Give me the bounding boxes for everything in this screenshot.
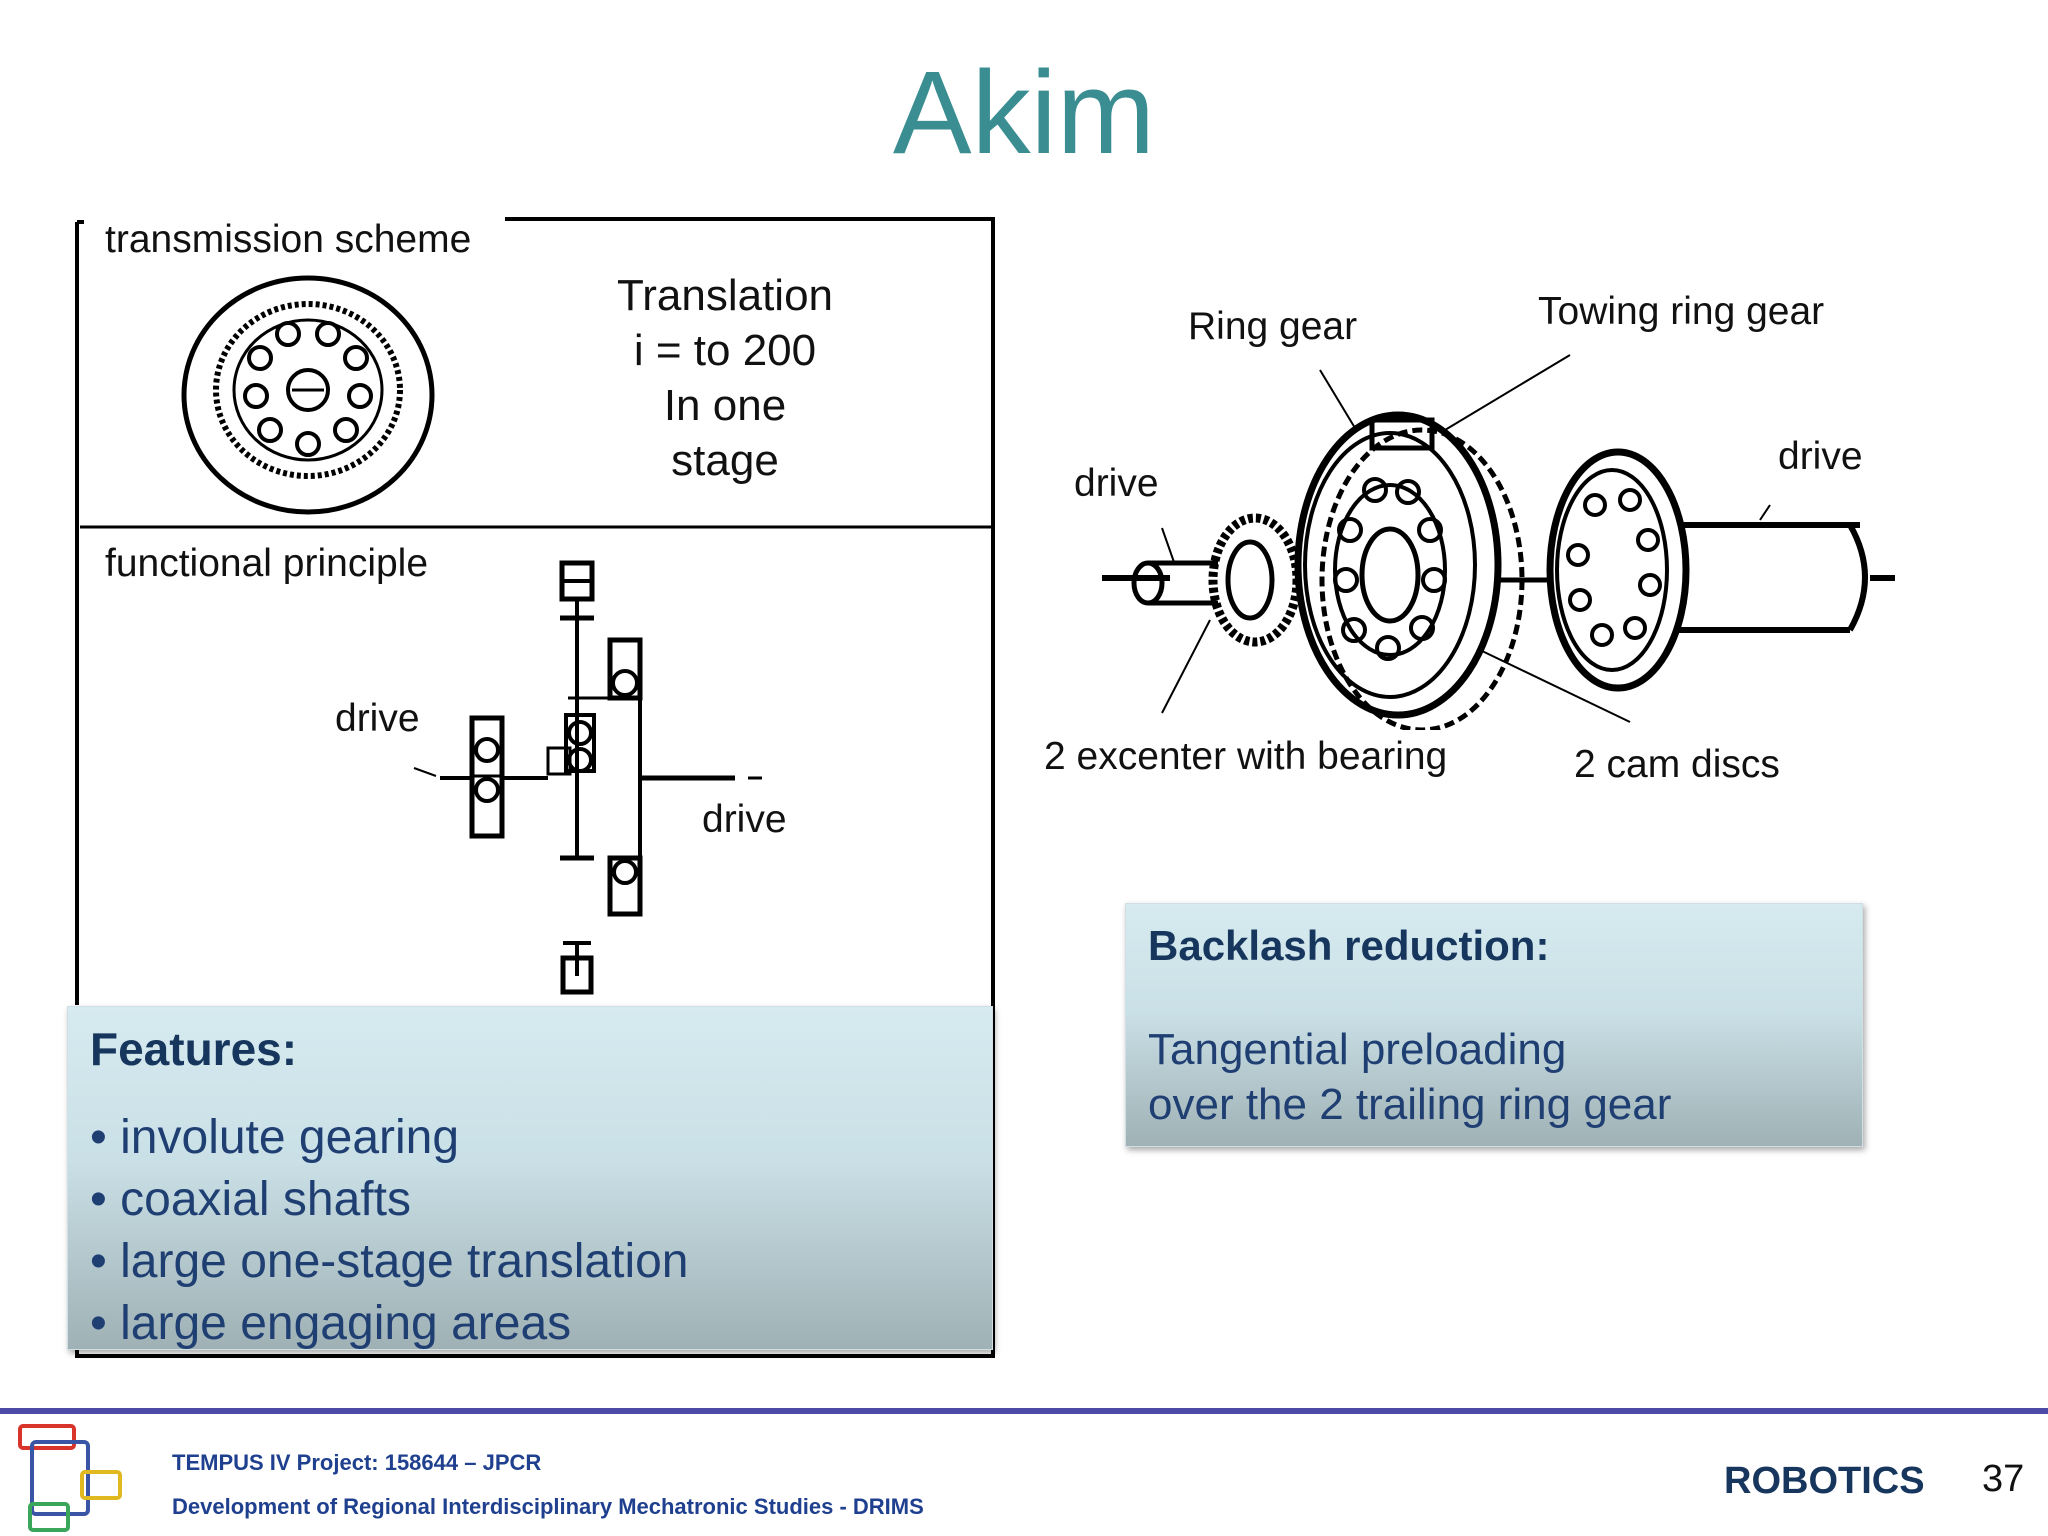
footer-project: TEMPUS IV Project: 158644 – JPCR [172, 1450, 542, 1475]
transmission-scheme-label: transmission scheme [105, 218, 472, 261]
backlash-line-2: over the 2 trailing ring gear [1148, 1080, 1672, 1129]
backlash-heading: Backlash reduction: [1148, 922, 1550, 969]
backlash-text: Tangential preloading over the 2 trailin… [1148, 1022, 1671, 1132]
translation-line-4: stage [671, 436, 779, 485]
drive-label-assembly-right: drive [1778, 435, 1863, 478]
functional-schematic [413, 560, 762, 995]
slide-title: Akim [892, 47, 1156, 179]
footer-program: Development of Regional Interdisciplinar… [172, 1494, 924, 1519]
gear-disc-icon [181, 275, 435, 515]
drive-label-left: drive [335, 697, 420, 740]
page-number: 37 [1982, 1458, 2025, 1500]
feature-item-text: large one-stage translation [120, 1235, 689, 1288]
towing-ring-gear-label: Towing ring gear [1538, 290, 1825, 333]
drims-logo-icon [18, 1424, 122, 1532]
gear-assembly-drawing [1102, 354, 1895, 730]
feature-item-text: involute gearing [120, 1111, 460, 1164]
feature-item-text: coaxial shafts [120, 1173, 411, 1226]
feature-item: • involute gearing [90, 1111, 460, 1164]
excenter-label: 2 excenter with bearing [1044, 735, 1448, 778]
backlash-box: Backlash reduction: Tangential preloadin… [1125, 903, 1863, 1147]
functional-principle-label: functional principle [105, 542, 429, 585]
footer-divider [0, 1408, 2048, 1414]
translation-line-1: Translation [616, 271, 834, 320]
backlash-line-1: Tangential preloading [1148, 1025, 1567, 1074]
feature-item: • coaxial shafts [90, 1173, 411, 1226]
ring-gear-label: Ring gear [1188, 305, 1358, 348]
cam-discs-label: 2 cam discs [1574, 743, 1780, 786]
feature-item-text: large engaging areas [120, 1297, 572, 1350]
drive-label-assembly-left: drive [1074, 462, 1159, 505]
translation-line-2: i = to 200 [633, 326, 817, 375]
translation-ratio-text: Translation i = to 200 In one stage [575, 268, 875, 488]
features-heading: Features: [90, 1023, 298, 1075]
drive-label-right: drive [702, 798, 787, 841]
features-box: Features: • involute gearing • coaxial s… [67, 1006, 993, 1350]
features-list: • involute gearing • coaxial shafts • la… [90, 1107, 689, 1355]
feature-item: • large engaging areas [90, 1297, 572, 1350]
translation-line-3: In one [663, 381, 787, 430]
feature-item: • large one-stage translation [90, 1235, 689, 1288]
footer-brand: ROBOTICS [1724, 1460, 1925, 1502]
